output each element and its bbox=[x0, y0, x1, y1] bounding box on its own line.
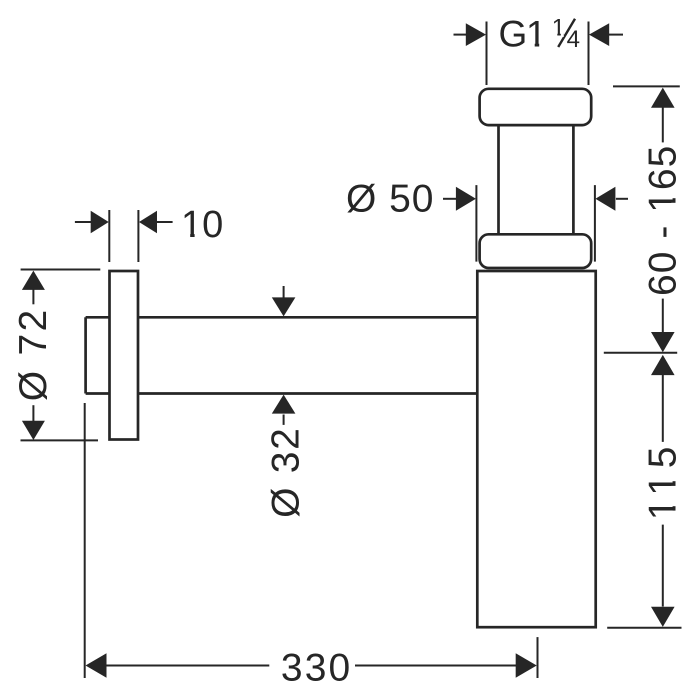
svg-text:Ø 32: Ø 32 bbox=[265, 428, 308, 518]
svg-text:G: G bbox=[499, 13, 528, 54]
svg-text:330: 330 bbox=[281, 647, 350, 690]
svg-text:60 - 165: 60 - 165 bbox=[642, 146, 685, 296]
svg-text:115: 115 bbox=[642, 447, 685, 521]
svg-text:Ø 50: Ø 50 bbox=[346, 177, 434, 220]
svg-text:10: 10 bbox=[181, 204, 223, 246]
svg-text:1: 1 bbox=[552, 15, 565, 42]
svg-text:Ø 72: Ø 72 bbox=[12, 310, 55, 402]
svg-text:4: 4 bbox=[567, 26, 580, 53]
